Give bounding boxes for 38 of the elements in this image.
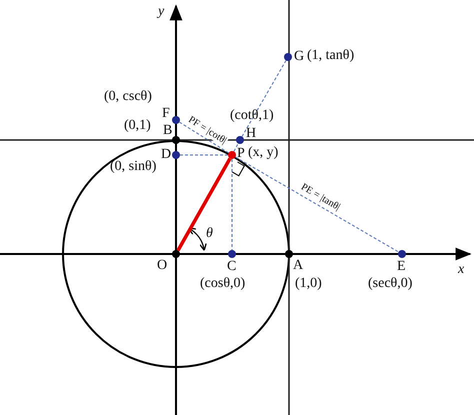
coordinate-label: (0,1) bbox=[124, 118, 151, 134]
coordinate-label: (0, cscθ) bbox=[104, 89, 152, 105]
radius-line bbox=[176, 158, 232, 252]
point-label: H bbox=[246, 126, 256, 142]
dashed-line bbox=[234, 156, 400, 252]
point-dot bbox=[172, 136, 180, 144]
point-dot bbox=[284, 53, 292, 61]
coordinate-label: (0, sinθ) bbox=[110, 159, 156, 175]
point-dot bbox=[228, 151, 236, 159]
point-label: C bbox=[227, 259, 236, 275]
coordinate-label: (secθ,0) bbox=[368, 276, 412, 292]
point-dot bbox=[285, 250, 293, 258]
axis-label: x bbox=[458, 262, 464, 278]
coordinate-label: (cosθ,0) bbox=[200, 276, 246, 292]
axis-label: y bbox=[158, 4, 164, 20]
point-dot bbox=[172, 151, 180, 159]
coordinate-label: (x, y) bbox=[248, 145, 278, 161]
point-dot bbox=[172, 116, 180, 124]
point-dot bbox=[228, 250, 236, 258]
point-label: A bbox=[293, 258, 304, 274]
dashed-line bbox=[233, 143, 239, 152]
point-label: F bbox=[162, 106, 170, 122]
point-label: O bbox=[157, 258, 168, 274]
dashed-line bbox=[180, 154, 228, 156]
coordinate-label: (cotθ,1) bbox=[230, 108, 274, 124]
angle-label: θ bbox=[206, 226, 213, 242]
dashed-line bbox=[178, 122, 230, 154]
point-label: G bbox=[294, 49, 304, 65]
point-dot bbox=[398, 250, 406, 258]
point-label: P bbox=[237, 146, 245, 162]
point-label: B bbox=[163, 123, 172, 139]
coordinate-label: (1,0) bbox=[295, 276, 322, 292]
dashed-line bbox=[242, 60, 286, 138]
point-label: D bbox=[161, 147, 172, 163]
coordinate-label: (1, tanθ) bbox=[307, 48, 354, 64]
point-label: E bbox=[397, 259, 406, 275]
point-dot bbox=[172, 250, 180, 258]
point-dot bbox=[236, 136, 244, 144]
